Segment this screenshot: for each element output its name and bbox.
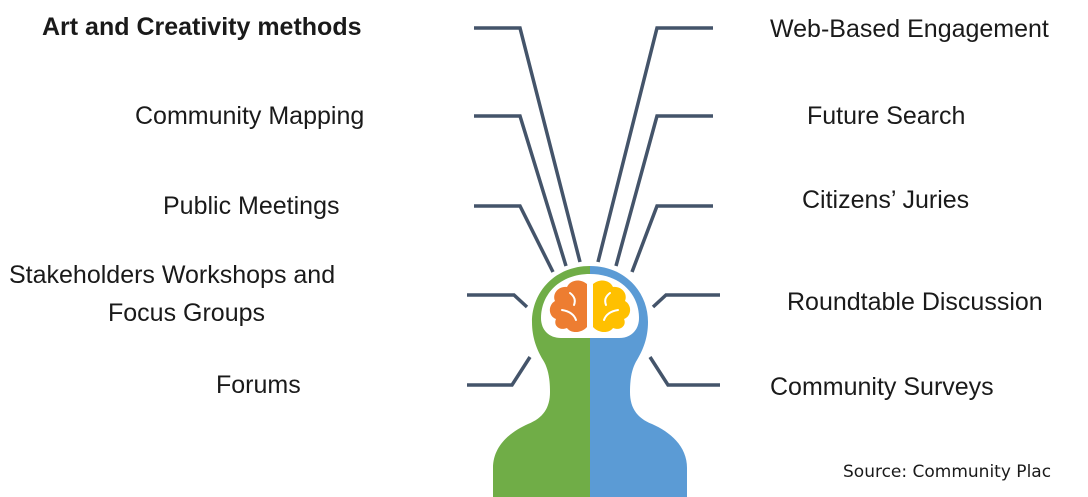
label-focus-groups: Focus Groups: [108, 299, 266, 327]
connector-art-creativity: [474, 26, 582, 263]
connector-citizens-juries: [630, 204, 713, 273]
label-community-surveys: Community Surveys: [770, 373, 994, 401]
connector-web-based: [596, 26, 713, 263]
label-community-mapping: Community Mapping: [135, 102, 365, 130]
source-note: Source: Community Plac: [843, 462, 1052, 482]
connector-roundtable: [651, 293, 720, 309]
label-citizens-juries: Citizens’ Juries: [802, 186, 970, 214]
label-stakeholders-workshops: Stakeholders Workshops and: [9, 261, 336, 289]
brain-right-fold-2: [603, 309, 619, 321]
connector-public-meetings: [474, 204, 555, 273]
brain-left-fold-2: [561, 309, 577, 321]
connector-forums: [467, 356, 532, 387]
label-forums: Forums: [216, 371, 301, 399]
label-web-based-engagement: Web-Based Engagement: [770, 15, 1049, 43]
connector-community-surveys: [648, 356, 720, 387]
connector-community-mapping: [474, 114, 568, 267]
brain-icon: [549, 280, 631, 333]
connector-stakeholders: [467, 293, 529, 309]
brain-right-hemisphere: [593, 280, 631, 333]
brain-right-fold-1: [604, 292, 611, 306]
brain-left-hemisphere: [549, 280, 587, 333]
label-art-creativity-methods: Art and Creativity methods: [42, 13, 362, 41]
brain-left-fold-1: [569, 292, 576, 306]
right-connectors: [596, 26, 720, 387]
label-public-meetings: Public Meetings: [163, 192, 340, 220]
label-roundtable-discussion: Roundtable Discussion: [787, 288, 1043, 316]
left-connectors: [467, 26, 582, 387]
connector-future-search: [614, 114, 713, 267]
label-future-search: Future Search: [807, 102, 966, 130]
